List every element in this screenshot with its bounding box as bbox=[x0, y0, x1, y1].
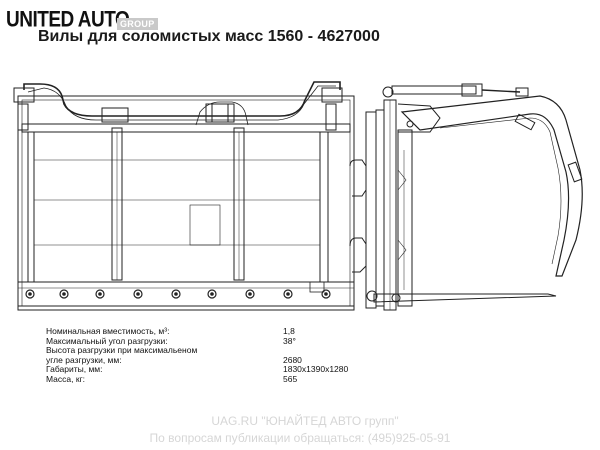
spec-value: 1,8 bbox=[283, 326, 295, 336]
spec-value: 1830x1390x1280 bbox=[283, 364, 349, 375]
spec-row-unload-height: Высота разгрузки при максимальеном угле … bbox=[46, 345, 406, 365]
spec-label: Габариты, мм: bbox=[46, 364, 103, 375]
spec-row-unload-angle: Максимальный угол разгрузки: 38° bbox=[46, 335, 406, 347]
spec-value: 38° bbox=[283, 335, 296, 346]
logo-group-label: GROUP bbox=[117, 18, 158, 30]
spec-label-line-1: Высота разгрузки при максимальеном bbox=[46, 345, 198, 356]
page-title: Вилы для соломистых масс 1560 - 4627000 bbox=[38, 28, 380, 45]
spec-label: Масса, кг: bbox=[46, 373, 86, 384]
spec-row-dimensions: Габариты, мм: 1830x1390x1280 bbox=[46, 365, 406, 375]
spec-value: 2680 bbox=[283, 354, 302, 365]
spec-label-line-2: угле разгрузки, мм: bbox=[46, 354, 122, 365]
front-view-drawing bbox=[13, 81, 355, 311]
logo-wordmark: UNITED AUTO bbox=[6, 8, 130, 33]
spec-row-capacity: Номинальная вместимость, м³: 1,8 bbox=[46, 326, 406, 337]
spec-row-mass: Масса, кг: 565 bbox=[46, 373, 406, 385]
spec-label: Максимальный угол разгрузки: bbox=[46, 335, 168, 346]
spec-label: Высота разгрузки при максимальеном угле … bbox=[46, 345, 198, 365]
watermark-contact-line: По вопросам публикации обращаться: (495)… bbox=[149, 431, 451, 445]
technical-drawing bbox=[13, 81, 583, 311]
specifications-table: Номинальная вместимость, м³: 1,8 Максима… bbox=[46, 326, 406, 385]
spec-label: Номинальная вместимость, м³: bbox=[46, 326, 170, 336]
company-logo: UNITED AUTO GROUP bbox=[4, 6, 164, 36]
side-view-drawing bbox=[349, 83, 583, 311]
spec-value: 565 bbox=[283, 373, 298, 384]
watermark-site-line: UAG.RU "ЮНАЙТЕД АВТО групп" bbox=[211, 414, 399, 428]
